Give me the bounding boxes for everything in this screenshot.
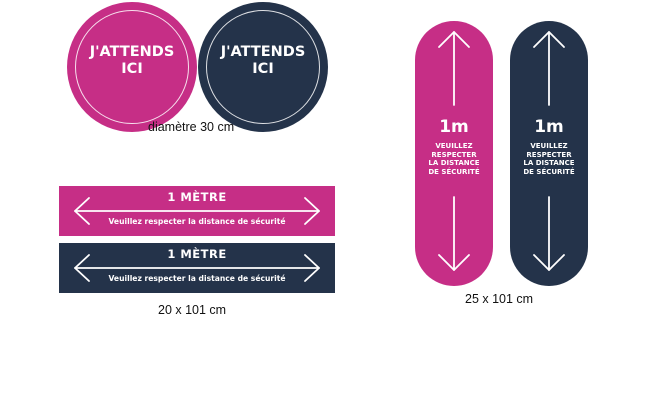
pill-title: 1m [439, 117, 469, 137]
band-subtitle: Veuillez respecter la distance de sécuri… [108, 217, 286, 226]
sticker-text: J'ATTENDS ICI [67, 44, 197, 78]
double-arrow-horizontal-icon [74, 254, 320, 282]
double-arrow-horizontal-icon [74, 197, 320, 225]
sticker-ring [75, 10, 189, 124]
sticker-ring [206, 10, 320, 124]
pill-text: VEUILLEZ RESPECTER LA DISTANCE DE SÉCURI… [428, 142, 480, 176]
pill-text: VEUILLEZ RESPECTER LA DISTANCE DE SÉCURI… [523, 142, 575, 176]
circle-size-caption: diamètre 30 cm [148, 120, 235, 134]
double-arrow-vertical-icon [533, 31, 565, 271]
sticker-line-1: J'ATTENDS [89, 44, 175, 60]
pill-title: 1m [534, 117, 564, 137]
double-arrow-vertical-icon [438, 31, 470, 271]
sticker-text: J'ATTENDS ICI [198, 44, 328, 78]
band-title: 1 MÈTRE [167, 190, 227, 204]
round-sticker-pink: J'ATTENDS ICI [67, 2, 197, 132]
round-sticker-navy: J'ATTENDS ICI [198, 2, 328, 132]
band-title: 1 MÈTRE [167, 247, 227, 261]
sticker-line-1: J'ATTENDS [220, 44, 306, 60]
sticker-line-2: ICI [121, 61, 143, 77]
band-subtitle: Veuillez respecter la distance de sécuri… [108, 274, 286, 283]
floor-pill-navy: 1m VEUILLEZ RESPECTER LA DISTANCE DE SÉC… [510, 21, 588, 286]
floor-band-navy: 1 MÈTRE Veuillez respecter la distance d… [59, 243, 335, 293]
floor-band-pink: 1 MÈTRE Veuillez respecter la distance d… [59, 186, 335, 236]
pill-size-caption: 25 x 101 cm [465, 292, 534, 306]
band-size-caption: 20 x 101 cm [158, 303, 227, 317]
sticker-line-2: ICI [252, 61, 274, 77]
floor-pill-pink: 1m VEUILLEZ RESPECTER LA DISTANCE DE SÉC… [415, 21, 493, 286]
